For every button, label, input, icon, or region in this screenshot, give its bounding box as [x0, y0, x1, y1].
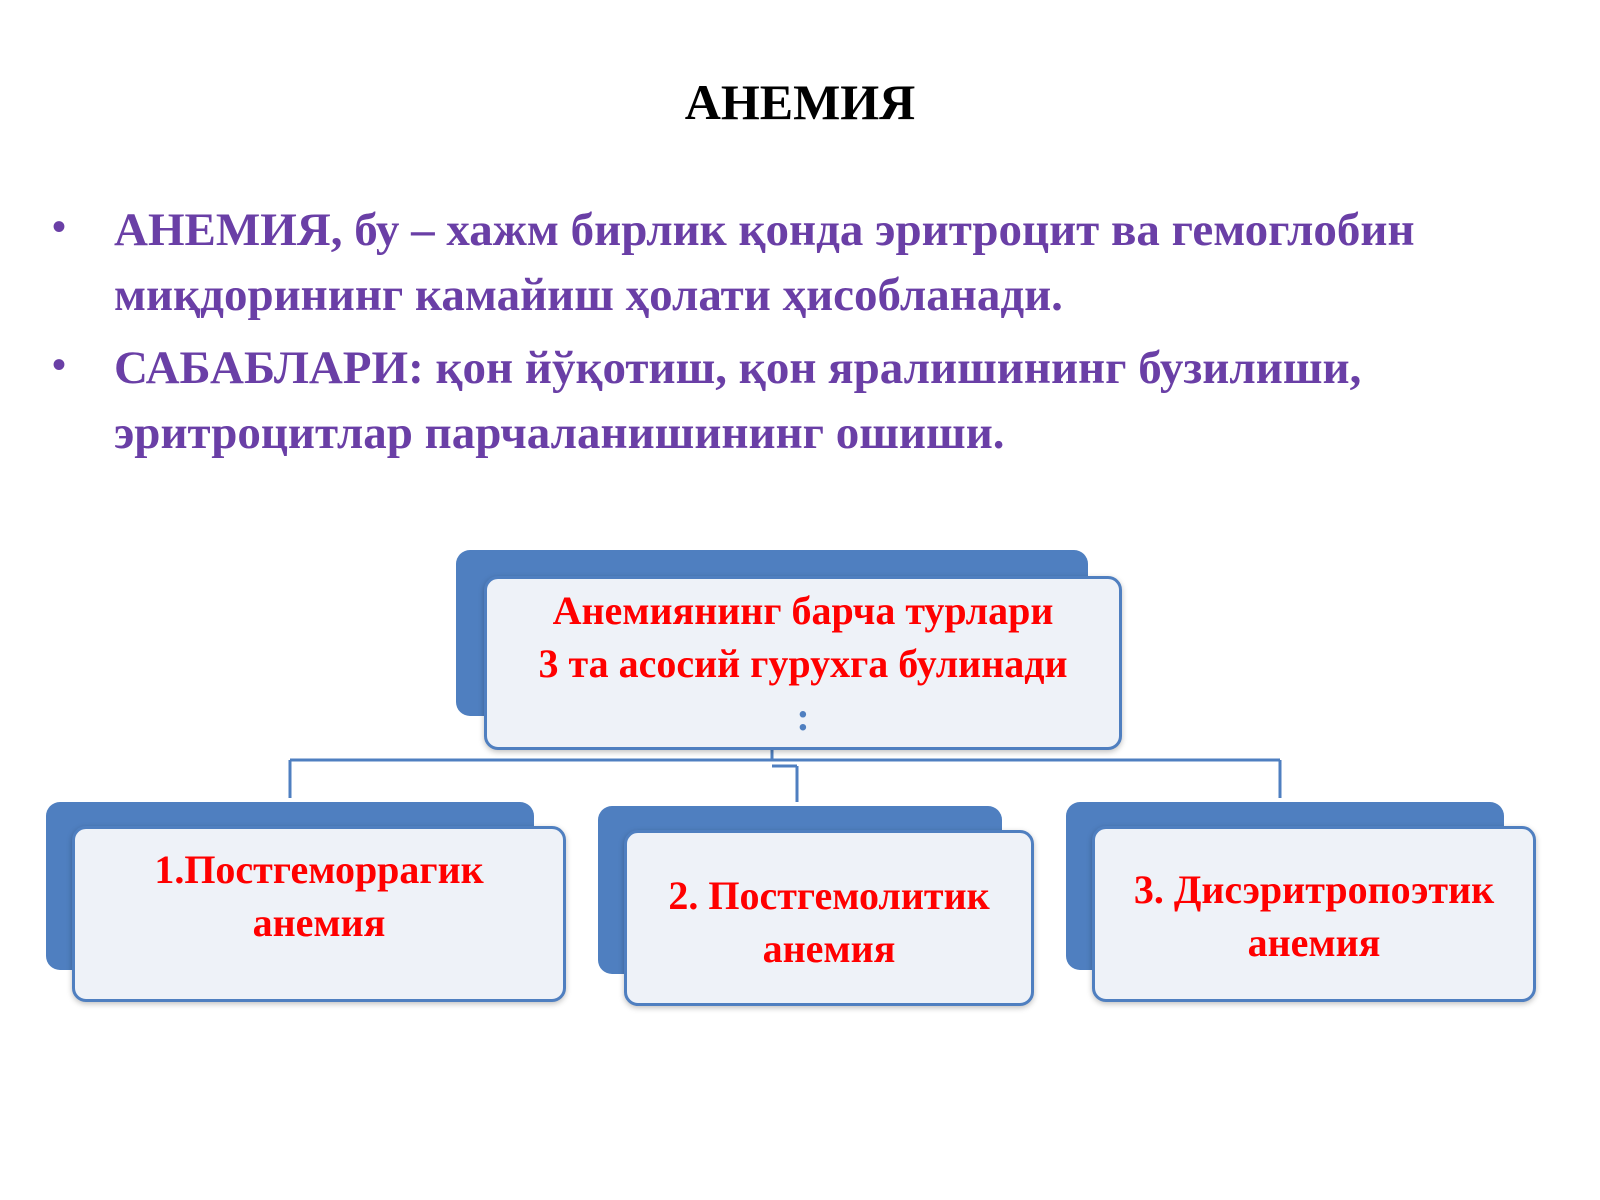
child-node-3-line2: анемия: [1247, 920, 1381, 965]
root-node-line2: 3 та асосий гурухга булинади: [538, 640, 1068, 686]
child-node-1-box: 1.Постгеморрагик анемия: [72, 826, 566, 1002]
root-node-line1: Анемиянинг барча турлари: [552, 587, 1054, 633]
child-node-3-box: 3. Дисэритропоэтик анемия: [1092, 826, 1536, 1002]
bullet-item-definition: • АНЕМИЯ, бу – хажм бирлик қонда эритроц…: [52, 198, 1572, 328]
bullet-list: • АНЕМИЯ, бу – хажм бирлик қонда эритроц…: [52, 198, 1572, 474]
child-node-1-line2: анемия: [252, 900, 386, 945]
child-node-3-text: 3. Дисэритропоэтик анемия: [1134, 863, 1494, 969]
child-node-2: 2. Постгемолитик анемия: [598, 806, 1034, 1006]
child-node-2-text: 2. Постгемолитик анемия: [668, 869, 989, 975]
slide-title: АНЕМИЯ: [684, 74, 916, 130]
root-node-box: Анемиянинг барча турлари 3 та асосий гур…: [484, 576, 1122, 750]
child-node-2-line1: 2. Постгемолитик: [668, 873, 990, 918]
connector-lines: [288, 740, 1282, 802]
root-node-text: Анемиянинг барча турлари 3 та асосий гур…: [538, 584, 1067, 743]
child-node-2-box: 2. Постгемолитик анемия: [624, 830, 1034, 1006]
root-node: Анемиянинг барча турлари 3 та асосий гур…: [456, 550, 1122, 750]
child-node-1-text: 1.Постгеморрагик анемия: [154, 843, 483, 949]
root-node-colon: :: [796, 693, 810, 739]
child-node-3-line1: 3. Дисэритропоэтик: [1133, 867, 1495, 912]
bullet-text: : қон йўқотиш, қон яралишининг бузилиши,…: [114, 342, 1362, 459]
bullet-dot-icon: •: [52, 204, 67, 249]
root-node-line2-wrap: 3 та асосий гурухга булинади:: [538, 637, 1067, 743]
bullet-term: АНЕМИЯ: [114, 204, 331, 256]
bullet-item-causes: • САБАБЛАРИ: қон йўқотиш, қон яралишинин…: [52, 336, 1572, 466]
child-node-2-line2: анемия: [762, 926, 896, 971]
bullet-term: САБАБЛАРИ: [114, 342, 409, 394]
child-node-3: 3. Дисэритропоэтик анемия: [1066, 802, 1536, 1002]
hierarchy-diagram: Анемиянинг барча турлари 3 та асосий гур…: [0, 540, 1600, 1020]
bullet-dot-icon: •: [52, 342, 67, 387]
bullet-text: , бу – хажм бирлик қонда эритроцит ва ге…: [114, 204, 1415, 321]
child-node-1-line1: 1.Постгеморрагик: [154, 847, 484, 892]
child-node-1: 1.Постгеморрагик анемия: [46, 802, 566, 1002]
